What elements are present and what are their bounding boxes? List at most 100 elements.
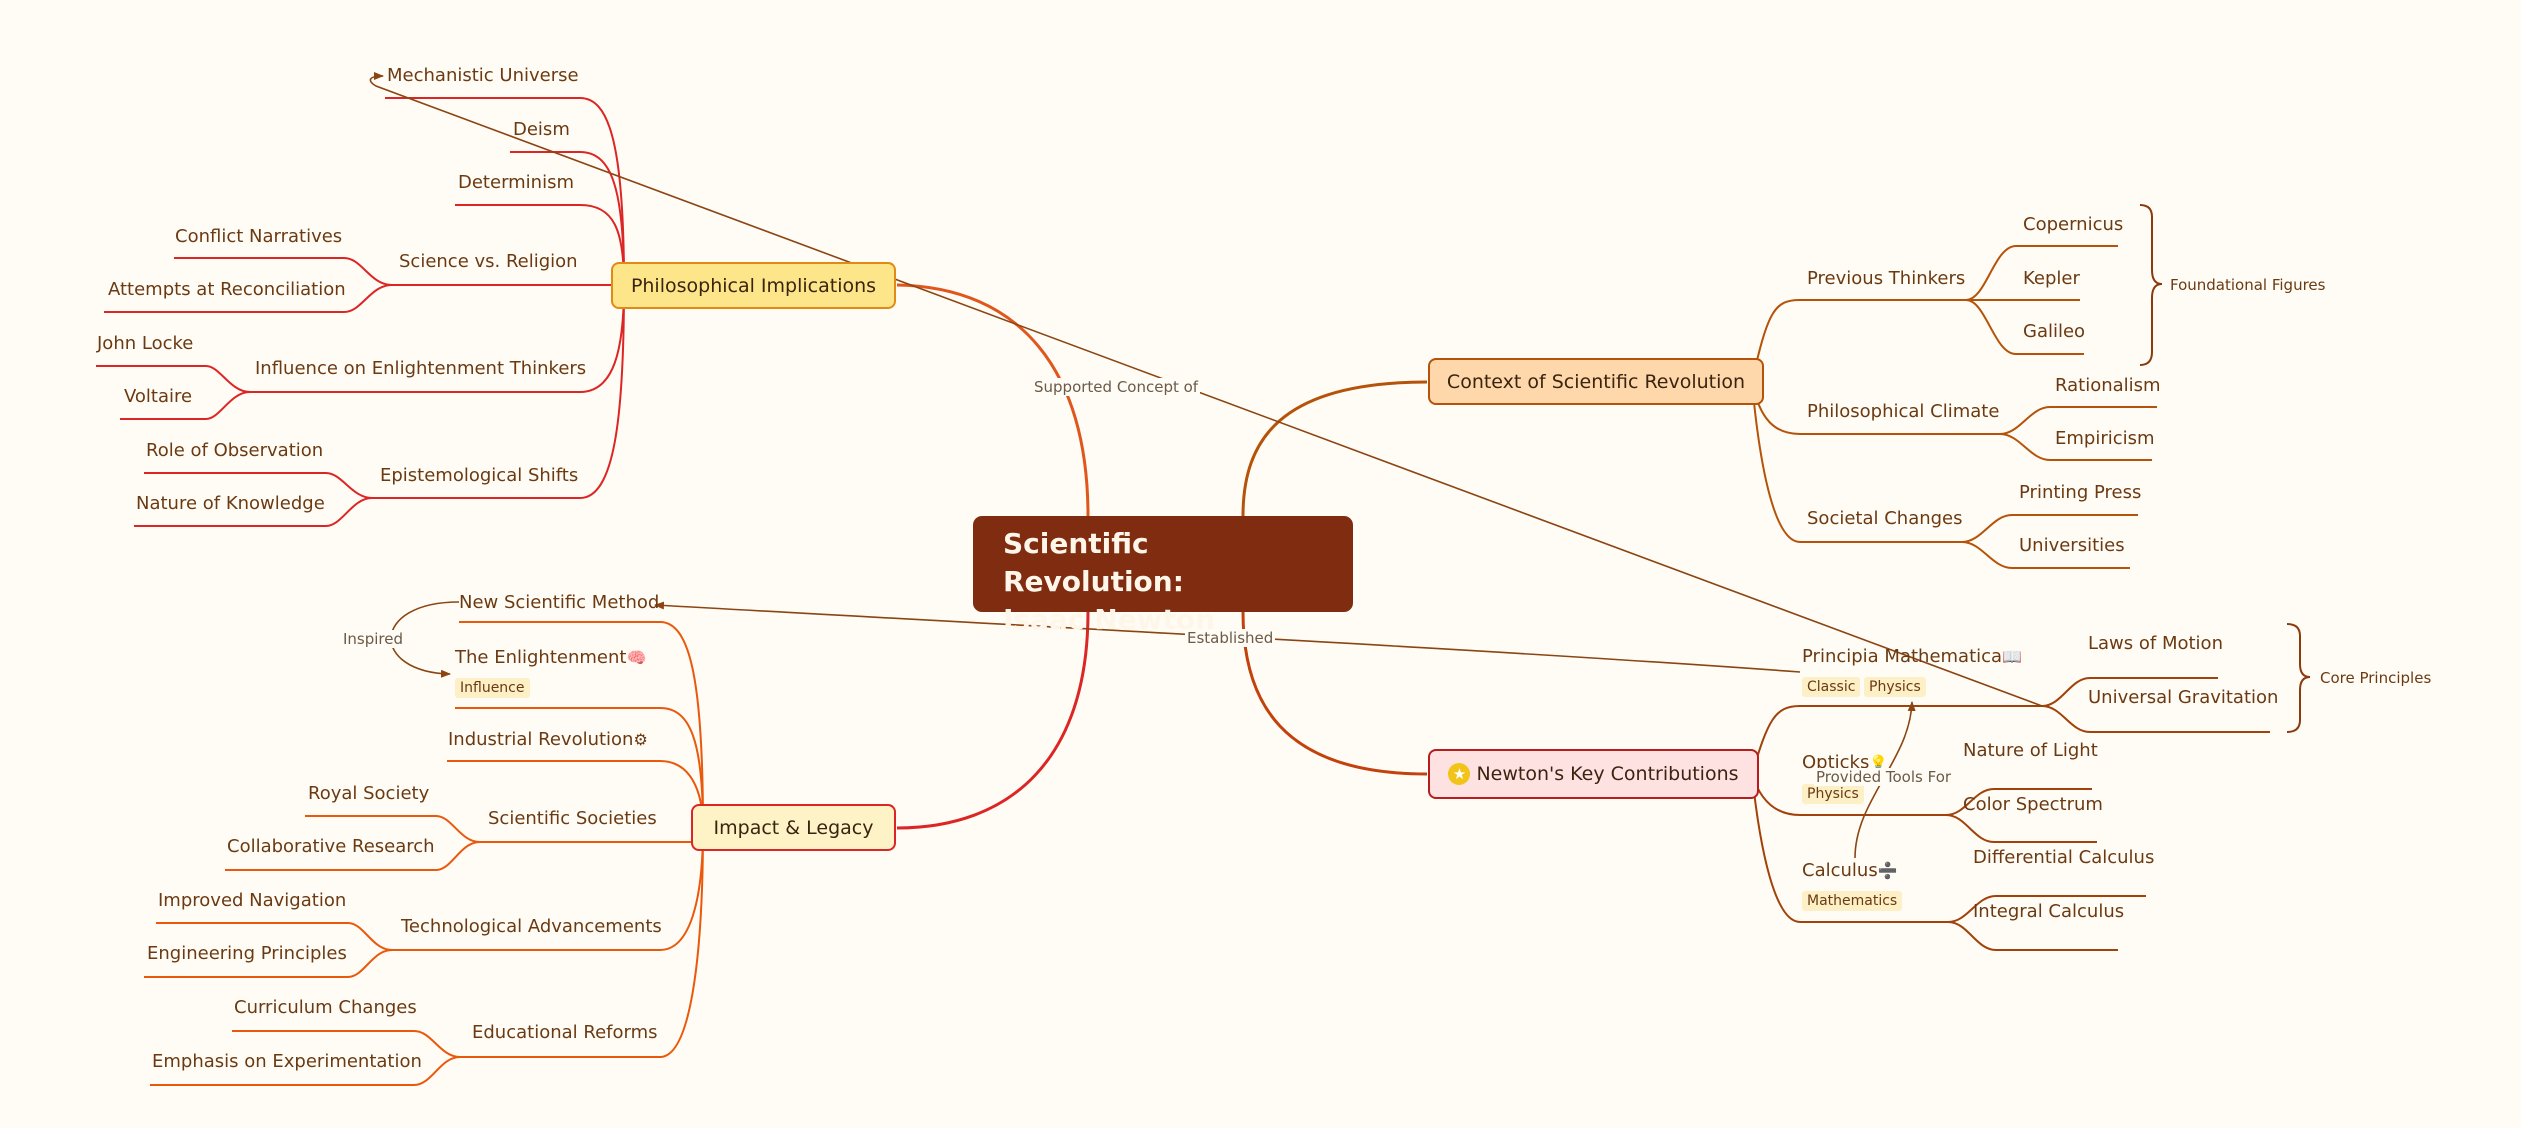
relation-label-established: Established (1185, 629, 1276, 647)
summary-foundational-figures[interactable]: Foundational Figures (2170, 276, 2326, 294)
node-opticks-label: Opticks (1802, 752, 1870, 773)
relation-established (654, 601, 1801, 673)
node-conflict-narratives[interactable]: Conflict Narratives (175, 226, 343, 247)
node-engineering-principles[interactable]: Engineering Principles (147, 943, 347, 964)
node-kepler[interactable]: Kepler (2023, 268, 2080, 289)
edge-ctx-universities (1961, 541, 2130, 569)
root-title-line1: Scientific Revolution: (1003, 527, 1184, 598)
branch-philosophical-label: Philosophical Implications (630, 274, 877, 297)
edge-newton-principia (1751, 677, 2218, 775)
node-mechanistic-universe[interactable]: Mechanistic Universe (387, 65, 579, 86)
node-societal-changes[interactable]: Societal Changes (1807, 508, 1963, 529)
node-scientific-societies[interactable]: Scientific Societies (488, 808, 657, 829)
branch-newton-label: Newton's Key Contributions (1476, 763, 1739, 785)
node-principia-label: Principia Mathematica (1802, 646, 2003, 667)
node-voltaire[interactable]: Voltaire (124, 386, 193, 407)
node-deism[interactable]: Deism (513, 119, 570, 140)
branch-newton[interactable]: ★ Newton's Key Contributions (1428, 749, 1759, 799)
node-nature-knowledge[interactable]: Nature of Knowledge (136, 493, 325, 514)
tag-mathematics: Mathematics (1802, 891, 1903, 911)
edge-phil-reconciliation (104, 284, 393, 313)
node-collaborative-research[interactable]: Collaborative Research (227, 836, 435, 857)
node-the-enlightenment-label: The Enlightenment (455, 647, 627, 668)
node-epistemological-shifts[interactable]: Epistemological Shifts (380, 465, 579, 486)
book-icon: 📖 (2002, 647, 2022, 666)
node-technological-advancements[interactable]: Technological Advancements (401, 916, 662, 937)
edge-impact-enlight (455, 707, 704, 829)
branch-impact[interactable]: Impact & Legacy (691, 804, 896, 851)
division-icon: ➗ (1877, 861, 1898, 880)
edge-impact-method (459, 621, 704, 829)
node-role-observation[interactable]: Role of Observation (146, 440, 324, 461)
edge-ctx-previous (1751, 245, 2118, 383)
root-title-line2: Isaac Newton (1003, 603, 1216, 636)
node-curriculum-changes[interactable]: Curriculum Changes (234, 997, 417, 1018)
tag-classic: Classic (1802, 677, 1861, 697)
relation-label-inspired: Inspired (341, 630, 406, 648)
node-universities[interactable]: Universities (2019, 535, 2125, 556)
root-topic[interactable]: Scientific Revolution: Isaac Newton (973, 516, 1353, 636)
edge-phil-knowledge (134, 497, 373, 527)
node-nature-of-light[interactable]: Nature of Light (1963, 740, 2098, 761)
edge-newton-spectrum (1945, 814, 2097, 843)
node-royal-society[interactable]: Royal Society (308, 783, 430, 804)
node-calculus-label: Calculus (1802, 860, 1878, 881)
node-enlightenment-thinkers[interactable]: Influence on Enlightenment Thinkers (255, 358, 587, 379)
node-emphasis-experimentation[interactable]: Emphasis on Experimentation (152, 1051, 422, 1072)
node-principia-mathematica[interactable]: Principia Mathematica📖 (1802, 646, 2022, 668)
node-laws-of-motion[interactable]: Laws of Motion (2088, 633, 2223, 654)
node-universal-gravitation[interactable]: Universal Gravitation (2088, 687, 2279, 708)
node-color-spectrum[interactable]: Color Spectrum (1963, 794, 2103, 815)
node-copernicus[interactable]: Copernicus (2023, 214, 2124, 235)
brace-core (2286, 623, 2311, 733)
summary-core-principles[interactable]: Core Principles (2320, 669, 2432, 687)
branch-context-label: Context of Scientific Revolution (1446, 370, 1746, 393)
star-icon: ★ (1448, 763, 1471, 785)
node-integral-calculus[interactable]: Integral Calculus (1973, 901, 2125, 922)
branch-philosophical[interactable]: Philosophical Implications (611, 262, 896, 309)
node-improved-navigation[interactable]: Improved Navigation (158, 890, 347, 911)
node-opticks[interactable]: Opticks💡 (1802, 752, 1888, 774)
edge-phil-deism (510, 151, 625, 286)
edge-ctx-climate (1751, 381, 2157, 435)
node-new-scientific-method[interactable]: New Scientific Method (459, 592, 660, 613)
branch-context[interactable]: Context of Scientific Revolution (1428, 358, 1764, 405)
edge-ctx-empiricism (1999, 433, 2152, 461)
node-printing-press[interactable]: Printing Press (2019, 482, 2142, 503)
node-calculus[interactable]: Calculus➗ (1802, 860, 1898, 882)
node-determinism[interactable]: Determinism (458, 172, 575, 193)
tag-influence: Influence (455, 678, 530, 698)
tag-physics: Physics (1864, 677, 1926, 697)
node-john-locke[interactable]: John Locke (97, 333, 194, 354)
edge-root-context (1241, 380, 1428, 517)
tag-opticks-physics: Physics (1802, 784, 1864, 804)
edge-impact-collab (225, 841, 481, 871)
edge-phil-voltaire (120, 391, 251, 420)
brace-foundational (2139, 204, 2163, 366)
relation-label-provided: Provided Tools For (1814, 768, 1954, 786)
edge-impact-tech (156, 827, 704, 951)
edge-root-impact (896, 611, 1090, 830)
node-philosophical-climate[interactable]: Philosophical Climate (1807, 401, 2000, 422)
node-industrial-revolution[interactable]: Industrial Revolution⚙ (448, 729, 648, 751)
node-industrial-revolution-label: Industrial Revolution (448, 729, 634, 750)
edge-newton-gravitation (2041, 705, 2270, 733)
node-the-enlightenment[interactable]: The Enlightenment🧠 (455, 647, 646, 669)
branch-impact-label: Impact & Legacy (713, 816, 874, 839)
node-empiricism[interactable]: Empiricism (2055, 428, 2155, 449)
node-rationalism[interactable]: Rationalism (2055, 375, 2161, 396)
edge-newton-calculus (1751, 773, 2146, 923)
node-educational-reforms[interactable]: Educational Reforms (472, 1022, 658, 1043)
edge-impact-experiment (150, 1056, 461, 1086)
lightbulb-icon: 💡 (1869, 754, 1889, 772)
node-science-vs-religion[interactable]: Science vs. Religion (399, 251, 578, 272)
node-attempts-reconciliation[interactable]: Attempts at Reconciliation (108, 279, 346, 300)
edge-phil-determinism (455, 204, 625, 286)
node-differential-calculus[interactable]: Differential Calculus (1973, 847, 2155, 868)
node-previous-thinkers[interactable]: Previous Thinkers (1807, 268, 1966, 289)
relation-supported (369, 72, 2043, 707)
edge-impact-engineering (144, 949, 393, 978)
node-galileo[interactable]: Galileo (2023, 321, 2086, 342)
